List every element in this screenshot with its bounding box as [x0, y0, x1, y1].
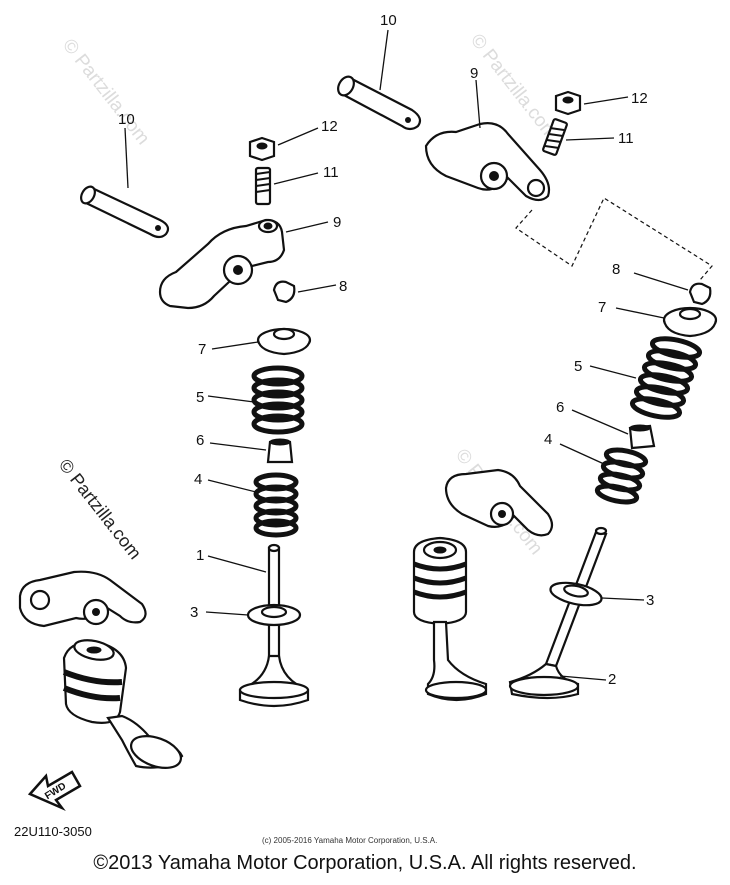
adjuster-screw-right — [542, 118, 568, 156]
rocker-shaft-right — [337, 75, 422, 131]
callout-4-right: 4 — [544, 431, 552, 448]
part-code: 22U110-3050 — [14, 824, 92, 839]
valve-cotter-right — [688, 282, 712, 306]
adjuster-screw-left — [254, 166, 272, 206]
spring-seat-left — [246, 603, 302, 627]
callout-9-left: 9 — [333, 214, 341, 231]
callout-6-left: 6 — [196, 432, 204, 449]
callout-8-left: 8 — [339, 278, 347, 295]
rocker-arm-right — [424, 122, 551, 202]
inner-spring-right — [594, 447, 649, 505]
inner-spring-left — [253, 472, 299, 538]
adjuster-nut-right — [554, 90, 582, 116]
callout-5-right: 5 — [574, 358, 582, 375]
connection-dashed-line — [515, 197, 713, 281]
callout-10-left: 10 — [118, 111, 135, 128]
adjuster-nut-left — [248, 136, 276, 162]
callout-3-left: 3 — [190, 604, 198, 621]
callout-8-right: 8 — [612, 261, 620, 278]
watermark-top-left: © Partzilla.com — [58, 35, 153, 149]
rocker-arm-left — [158, 218, 286, 310]
callout-2: 2 — [608, 671, 616, 688]
forward-arrow-icon: FWD — [27, 770, 82, 812]
small-copyright: (c) 2005-2016 Yamaha Motor Corporation, … — [262, 836, 437, 845]
valve-stem-seal-left — [266, 438, 294, 464]
outer-spring-left — [251, 365, 305, 435]
spring-retainer-right — [662, 306, 718, 338]
assembled-rocker-right — [444, 468, 554, 537]
rocker-shaft-left — [80, 185, 170, 239]
callout-7-right: 7 — [598, 299, 606, 316]
assembled-valve-right — [412, 536, 488, 702]
exhaust-valve-left — [238, 543, 310, 708]
spring-retainer-left — [256, 327, 312, 356]
callout-5-left: 5 — [196, 389, 204, 406]
callout-4-left: 4 — [194, 471, 202, 488]
watermark-main: © Partzilla.com — [55, 455, 145, 563]
valve-cotter-left — [272, 280, 296, 304]
callout-12-left: 12 — [321, 118, 338, 135]
footer-copyright: ©2013 Yamaha Motor Corporation, U.S.A. A… — [93, 852, 637, 874]
callout-9-right: 9 — [470, 65, 478, 82]
callout-6-right: 6 — [556, 399, 564, 416]
assembled-rocker-left — [18, 570, 147, 628]
assembled-valve-left — [62, 639, 184, 769]
intake-valve-right — [508, 526, 608, 700]
callout-3-right: 3 — [646, 592, 654, 609]
callout-7-left: 7 — [198, 341, 206, 358]
spring-seat-right — [549, 581, 603, 607]
outer-spring-right — [629, 336, 703, 420]
callout-12-right: 12 — [631, 90, 648, 107]
callout-10-right: 10 — [380, 12, 397, 29]
valve-stem-seal-right — [628, 424, 656, 450]
callout-11-left: 11 — [323, 164, 339, 181]
callout-1: 1 — [196, 547, 204, 564]
callout-11-right: 11 — [618, 130, 634, 147]
